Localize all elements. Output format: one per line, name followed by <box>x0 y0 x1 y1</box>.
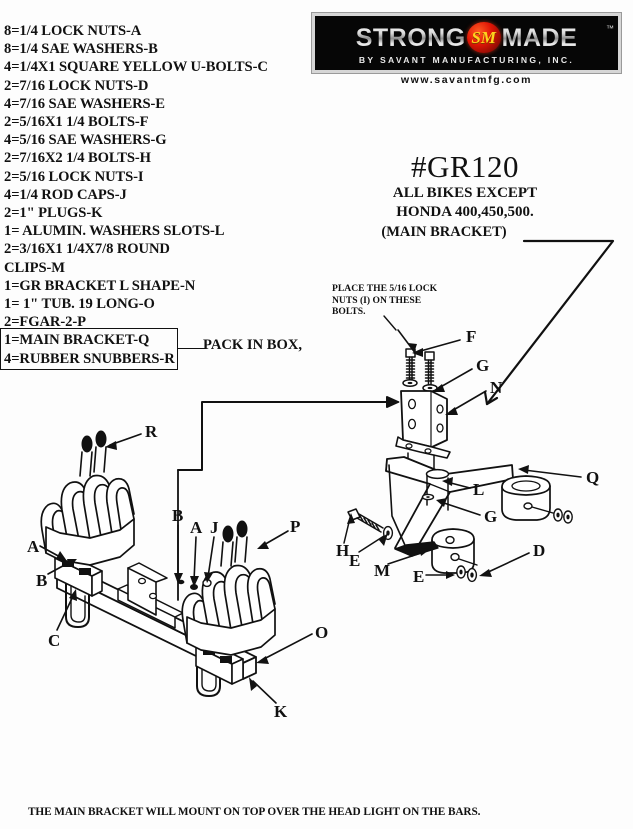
parts-list-item: 4=5/16 SAE WASHERS-G <box>4 132 167 149</box>
callout-letter-k: K <box>274 702 288 721</box>
callout-letter-g-upper: G <box>476 356 490 375</box>
title-block: #GR120 ALL BIKES EXCEPT HONDA 400,450,50… <box>340 150 590 242</box>
parts-list-item: CLIPS-M <box>4 259 65 276</box>
parts-list-item: 4=RUBBER SNUBBERS-R <box>4 350 175 367</box>
parts-list-item: 2=1" PLUGS-K <box>4 205 103 222</box>
pack-in-box-leader-line <box>178 348 205 349</box>
callout-letter-c: C <box>48 631 61 650</box>
logo-plate: STRONG SM MADE ™ BY SAVANT MANUFACTURING… <box>315 16 618 70</box>
company-logo: STRONG SM MADE ™ BY SAVANT MANUFACTURING… <box>311 12 622 74</box>
company-website: www.savantmfg.com <box>400 74 533 86</box>
callout-letter-n: N <box>490 378 503 397</box>
fitment-line-2: HONDA 400,450,500. <box>396 204 534 220</box>
callout-letter-p: P <box>290 517 301 536</box>
callout-letter-j: J <box>210 518 219 537</box>
trademark-icon: ™ <box>606 23 614 33</box>
sm-badge-text: SM <box>471 28 496 47</box>
parts-list-item: 2=FGAR-2-P <box>4 314 86 331</box>
sm-badge-icon: SM <box>466 22 501 53</box>
callout-letter-b-left: B <box>36 571 48 590</box>
logo-word-strong: STRONG <box>355 23 466 52</box>
callout-letter-m: M <box>374 561 391 580</box>
parts-list-item: 8=1/4 SAE WASHERS-B <box>4 41 158 58</box>
parts-list-item: 4=7/16 SAE WASHERS-E <box>4 95 165 112</box>
callout-letter-e-upper: E <box>349 551 361 570</box>
parts-list-item: 1= ALUMIN. WASHERS SLOTS-L <box>4 223 225 240</box>
callout-letter-o: O <box>315 623 329 642</box>
logo-wordmark: STRONG SM MADE ™ <box>315 22 618 54</box>
callout-letter-d: D <box>533 541 546 560</box>
callout-letter-b-center: B <box>172 506 184 525</box>
callout-letter-r: R <box>145 422 158 441</box>
parts-list-item: 8=1/4 LOCK NUTS-A <box>4 23 142 39</box>
parts-list-item: 4=1/4X1 SQUARE YELLOW U-BOLTS-C <box>4 59 268 76</box>
main-bracket-caption: (MAIN BRACKET) <box>381 224 507 240</box>
lock-nut-note: PLACE THE 5/16 LOCK NUTS (I) ON THESE BO… <box>332 283 438 318</box>
mounting-instruction-note: THE MAIN BRACKET WILL MOUNT ON TOP OVER … <box>28 806 481 818</box>
pack-in-box-outline <box>0 328 178 370</box>
callout-letter-h: H <box>336 541 350 560</box>
fitment-line-1: ALL BIKES EXCEPT <box>392 185 538 201</box>
callout-letter-f: F <box>466 327 477 346</box>
pack-in-box-label: PACK IN BOX, <box>203 337 303 353</box>
logo-word-made: MADE <box>501 23 578 52</box>
callout-letter-q: Q <box>586 468 600 487</box>
parts-list-item: 4=1/4 ROD CAPS-J <box>4 186 127 203</box>
callout-letter-e-lower: E <box>413 567 425 586</box>
parts-list-item: 2=5/16 LOCK NUTS-I <box>4 168 144 185</box>
parts-list-item: 2=5/16X1 1/4 BOLTS-F <box>4 114 149 131</box>
logo-subtitle: BY SAVANT MANUFACTURING, INC. <box>358 54 575 65</box>
parts-list: 8=1/4 LOCK NUTS-A 8=1/4 SAE WASHERS-B 4=… <box>4 22 304 368</box>
parts-list-item: 1=MAIN BRACKET-Q <box>4 332 150 349</box>
parts-list-item: 1= 1" TUB. 19 LONG-O <box>4 296 155 313</box>
callout-letter-a-center: A <box>190 518 203 537</box>
parts-list-item: 2=3/16X1 1/4X7/8 ROUND <box>4 241 170 258</box>
model-number: #GR120 <box>410 149 520 184</box>
callout-letter-l: L <box>473 480 485 499</box>
parts-list-item: 2=7/16X2 1/4 BOLTS-H <box>4 150 151 167</box>
callout-letter-g-lower: G <box>484 507 498 526</box>
parts-list-item: 2=7/16 LOCK NUTS-D <box>4 77 149 94</box>
parts-list-item: 1=GR BRACKET L SHAPE-N <box>4 277 196 294</box>
callout-letter-a-left: A <box>27 537 40 556</box>
